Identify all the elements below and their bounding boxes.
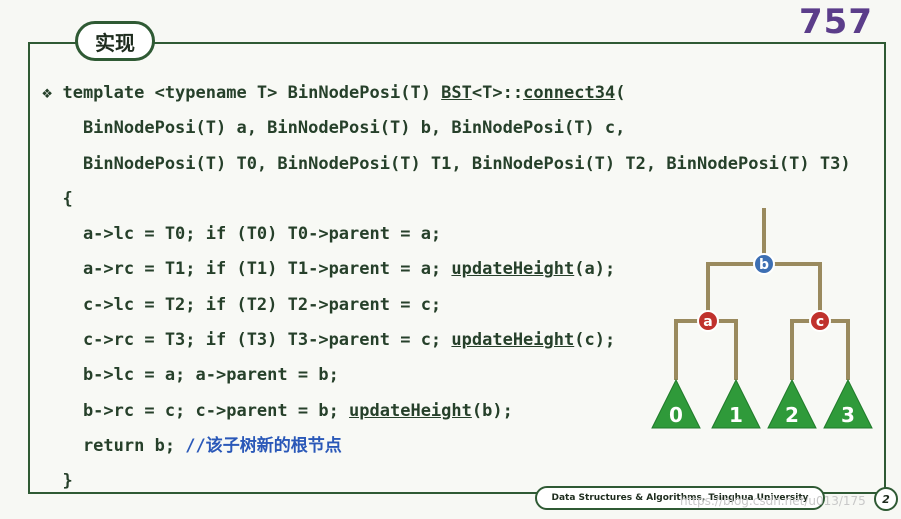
tree-diagram: 0 1 2 3 b a c: [651, 208, 873, 429]
code-line: b->lc = a; a->parent = b;: [42, 358, 901, 393]
code-text: c->lc = T2; if (T2) T2->parent = c;: [42, 294, 442, 315]
code-text: a->rc = T1; if (T1) T1->parent = a;: [42, 259, 452, 280]
code-function-link: updateHeight: [451, 330, 575, 351]
node-a: [697, 310, 719, 332]
code-text: <T>::: [471, 83, 524, 103]
tree-edges: [674, 208, 850, 380]
code-text: BinNodePosi(T) a, BinNodePosi(T) b, BinN…: [42, 118, 626, 139]
code-text: ❖ template <typename T> BinNodePosi(T): [42, 83, 442, 103]
code-text: (b);: [471, 400, 513, 421]
code-comment: //: [185, 435, 206, 456]
edge-c-t3: [828, 319, 850, 380]
code-text: b->lc = a; a->parent = b;: [42, 365, 339, 386]
page-number: 757: [799, 2, 873, 42]
subtree-label: 1: [729, 403, 743, 427]
code-line: {: [42, 182, 901, 217]
code-text: BinNodePosi(T) T0, BinNodePosi(T) T1, Bi…: [42, 153, 851, 174]
code-function-link: updateHeight: [349, 400, 472, 421]
footer-badge: 2: [874, 487, 898, 511]
node-label: c: [816, 314, 824, 330]
code-line: c->lc = T2; if (T2) T2->parent = c;: [42, 288, 901, 323]
node-label: b: [759, 257, 769, 273]
edge-b-a: [706, 262, 756, 321]
code-text: (c);: [574, 330, 616, 351]
subtree-label: 2: [785, 403, 799, 427]
code-comment: 该子树新的根节点: [205, 435, 342, 456]
subtree-triangle-2: [767, 378, 817, 429]
code-text: return b;: [42, 435, 186, 456]
footer-banner: Data Structures & Algorithms, Tsinghua U…: [535, 486, 825, 510]
subtree-triangle-3: [823, 378, 873, 429]
code-function-link: connect34: [523, 83, 616, 103]
code-function-link: BST: [441, 83, 472, 103]
watermark: https://blog.csdn.net/u013/175: [680, 494, 866, 508]
code-text: (: [615, 83, 626, 103]
code-line: BinNodePosi(T) T0, BinNodePosi(T) T1, Bi…: [42, 147, 901, 182]
code-line: a->rc = T1; if (T1) T1->parent = a; upda…: [42, 252, 901, 287]
node-b: [753, 253, 775, 275]
code-line: c->rc = T3; if (T3) T3->parent = c; upda…: [42, 323, 901, 358]
code-line: b->rc = c; c->parent = b; updateHeight(b…: [42, 394, 901, 429]
edge-a-t0: [674, 319, 700, 380]
code-block: ❖ template <typename T> BinNodePosi(T) B…: [42, 76, 901, 500]
code-text: a->lc = T0; if (T0) T0->parent = a;: [42, 224, 442, 245]
node-label: a: [703, 314, 712, 330]
slide-title: 实现: [75, 21, 155, 61]
edge-b-c: [772, 262, 822, 321]
edge-c-t2: [790, 319, 812, 380]
subtree-triangle-0: [651, 378, 701, 429]
code-line: BinNodePosi(T) a, BinNodePosi(T) b, BinN…: [42, 111, 901, 146]
code-text: }: [42, 471, 73, 492]
code-line: a->lc = T0; if (T0) T0->parent = a;: [42, 217, 901, 252]
subtree-label: 0: [669, 403, 683, 427]
code-line: return b; //该子树新的根节点: [42, 429, 901, 464]
code-function-link: updateHeight: [451, 259, 575, 280]
node-c: [809, 310, 831, 332]
subtree-triangle-1: [711, 378, 761, 429]
code-line: }: [42, 464, 901, 499]
code-text: c->rc = T3; if (T3) T3->parent = c;: [42, 330, 452, 351]
edge-a-t1: [716, 319, 738, 380]
code-text: (a);: [574, 259, 616, 280]
code-line: ❖ template <typename T> BinNodePosi(T) B…: [42, 76, 901, 111]
subtree-label: 3: [841, 403, 855, 427]
code-text: b->rc = c; c->parent = b;: [42, 400, 350, 421]
code-text: {: [42, 188, 73, 209]
